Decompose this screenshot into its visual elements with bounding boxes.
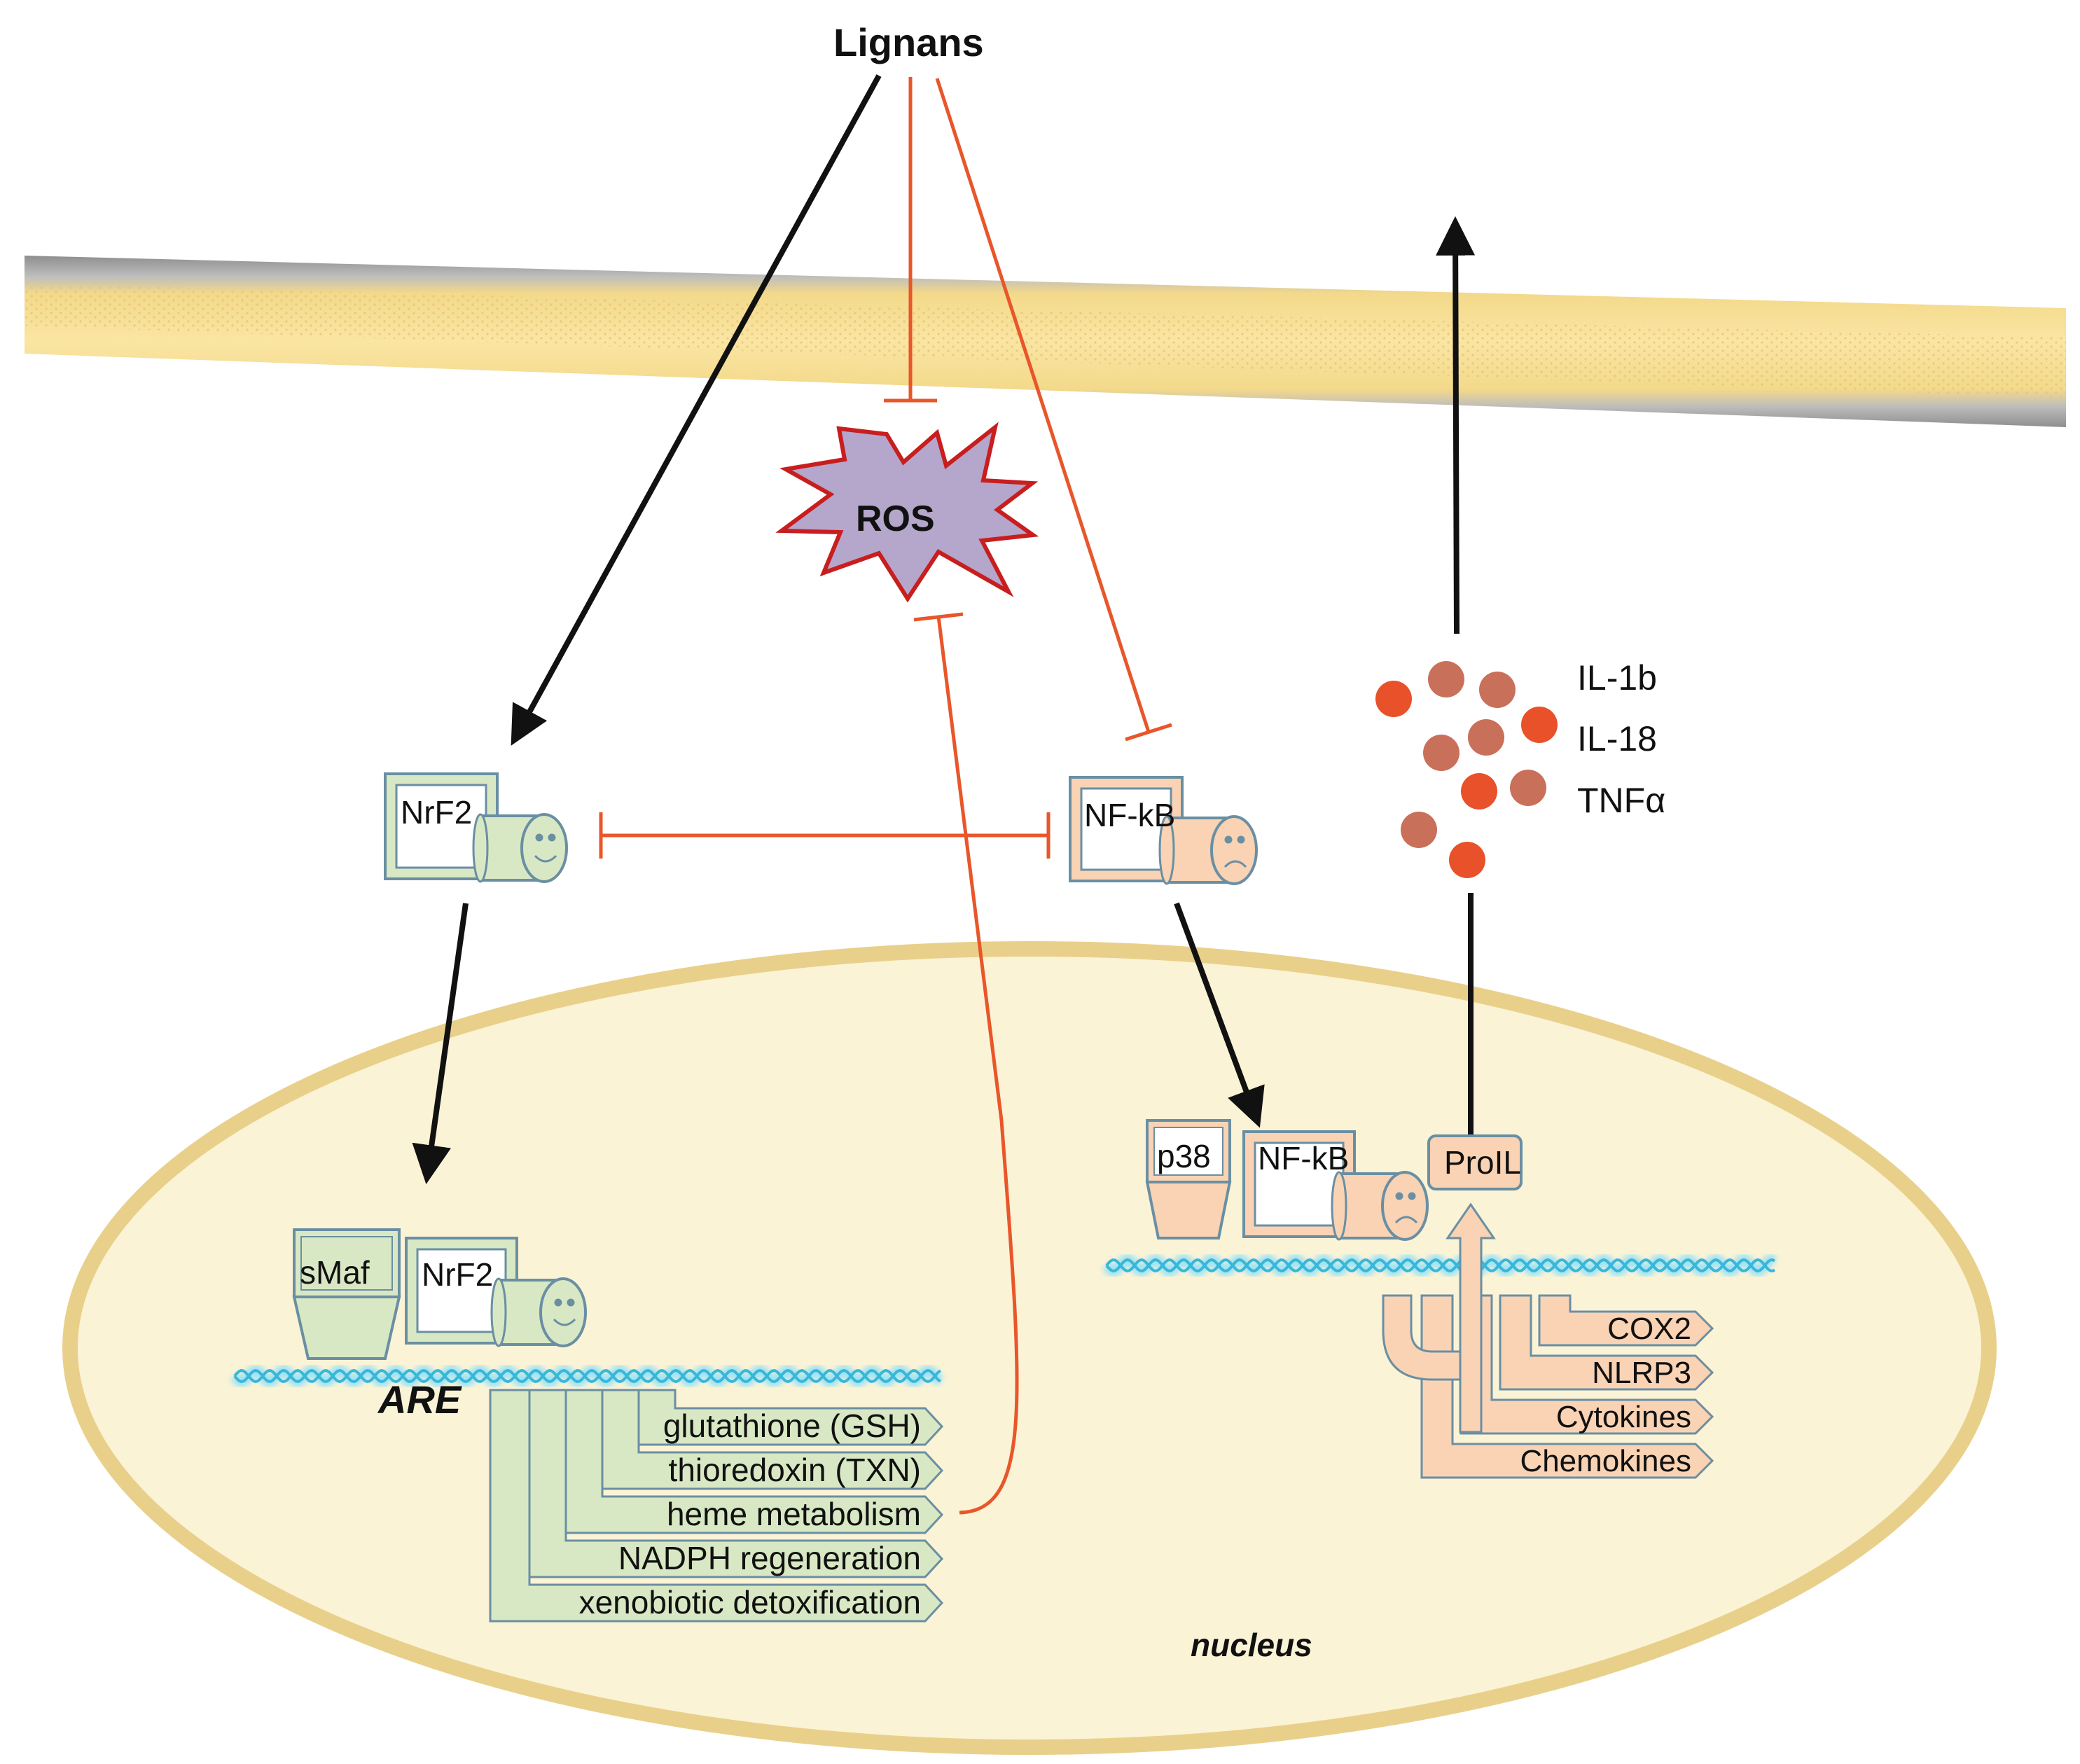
cytokine-dot <box>1468 719 1504 756</box>
cytokine-dot <box>1461 773 1497 810</box>
sad-face-icon <box>1223 835 1247 868</box>
cytokine-dot <box>1401 812 1437 848</box>
target-gene-arrow <box>1499 1294 1714 1391</box>
nrf2-nuclear-label: NrF2 <box>422 1256 493 1293</box>
target-gene-arrow <box>1538 1294 1714 1347</box>
target-gene-arrow <box>489 1389 944 1623</box>
nrf2-nuclear: NrF2 <box>405 1237 587 1347</box>
promoter-branch <box>1382 1294 1462 1381</box>
nfkb-cytoplasm: NF-kB <box>1069 776 1258 885</box>
cytokine-label: IL-18 <box>1577 719 1657 758</box>
cytokine-particles <box>1375 661 1558 878</box>
happy-face-icon <box>534 833 557 863</box>
target-gene-arrow <box>562 1389 944 1534</box>
cytokine-dot <box>1510 770 1546 806</box>
proil-label: ProIL <box>1444 1144 1521 1181</box>
nfkb-dna-strand <box>1102 1253 1777 1277</box>
proil-box: ProIL <box>1427 1134 1523 1190</box>
ros-burst: ROS <box>775 422 1039 603</box>
cytokine-dot <box>1423 735 1460 771</box>
smaf-label: sMaf <box>300 1254 370 1291</box>
nfkb-nuclear-label: NF-kB <box>1258 1140 1349 1176</box>
nrf2-to-are-arrow <box>412 903 469 1185</box>
cell-membrane <box>25 256 2066 427</box>
smaf-protein: sMaf <box>292 1228 401 1360</box>
target-gene-label: Chemokines <box>1520 1444 1691 1478</box>
p38-protein: p38 <box>1145 1119 1232 1239</box>
happy-face-icon <box>553 1298 576 1326</box>
target-gene-arrow <box>635 1389 944 1446</box>
target-gene-label: NLRP3 <box>1592 1356 1691 1390</box>
cytokine-dot <box>1521 707 1558 743</box>
cytokine-dot <box>1449 842 1485 878</box>
cytokine-release-arrow <box>1436 216 1476 634</box>
heme-inhibits-ros <box>936 616 1019 1515</box>
inhibition-lines <box>599 77 1172 1515</box>
cytokine-label: TNFα <box>1577 781 1665 820</box>
target-gene-label: COX2 <box>1607 1312 1691 1346</box>
nfkb-to-nucleus-arrow <box>1174 902 1265 1128</box>
lignans-title: Lignans <box>833 20 984 64</box>
target-gene-label: thioredoxin (TXN) <box>669 1452 921 1488</box>
nfkb-nuclear: NF-kB <box>1242 1130 1429 1241</box>
nucleus-label: nucleus <box>1191 1627 1312 1663</box>
ros-label: ROS <box>856 499 935 539</box>
cytokine-label: IL-1b <box>1577 658 1657 697</box>
nrf2-label: NrF2 <box>401 794 472 831</box>
p38-label: p38 <box>1157 1138 1211 1174</box>
target-gene-label: Cytokines <box>1556 1400 1691 1434</box>
are-target-genes: glutathione (GSH) thioredoxin (TXN) heme m… <box>489 1389 944 1623</box>
target-gene-label: xenobiotic detoxification <box>579 1584 921 1620</box>
proil-transcription-arrow <box>1445 1202 1496 1433</box>
cytokine-dot <box>1375 681 1412 717</box>
activation-arrows <box>412 74 1476 1185</box>
target-gene-arrow <box>525 1389 944 1578</box>
target-gene-label: glutathione (GSH) <box>663 1408 921 1444</box>
target-gene-label: heme metabolism <box>667 1496 921 1532</box>
cytokine-dot <box>1428 661 1464 697</box>
lignans-to-nrf2-arrow <box>511 74 882 746</box>
target-gene-arrow <box>1460 1294 1714 1435</box>
nfkb-label: NF-kB <box>1084 797 1175 833</box>
cytokine-dot <box>1479 672 1516 708</box>
lignans-inhibits-nfkb <box>935 78 1151 732</box>
target-gene-arrow <box>1420 1294 1714 1479</box>
target-gene-arrow <box>598 1389 944 1490</box>
nrf2-cytoplasm: NrF2 <box>384 772 568 883</box>
target-gene-label: NADPH regeneration <box>618 1540 921 1576</box>
sad-face-icon <box>1394 1192 1418 1224</box>
are-dna-strand <box>230 1364 944 1388</box>
are-label: ARE <box>377 1377 462 1422</box>
